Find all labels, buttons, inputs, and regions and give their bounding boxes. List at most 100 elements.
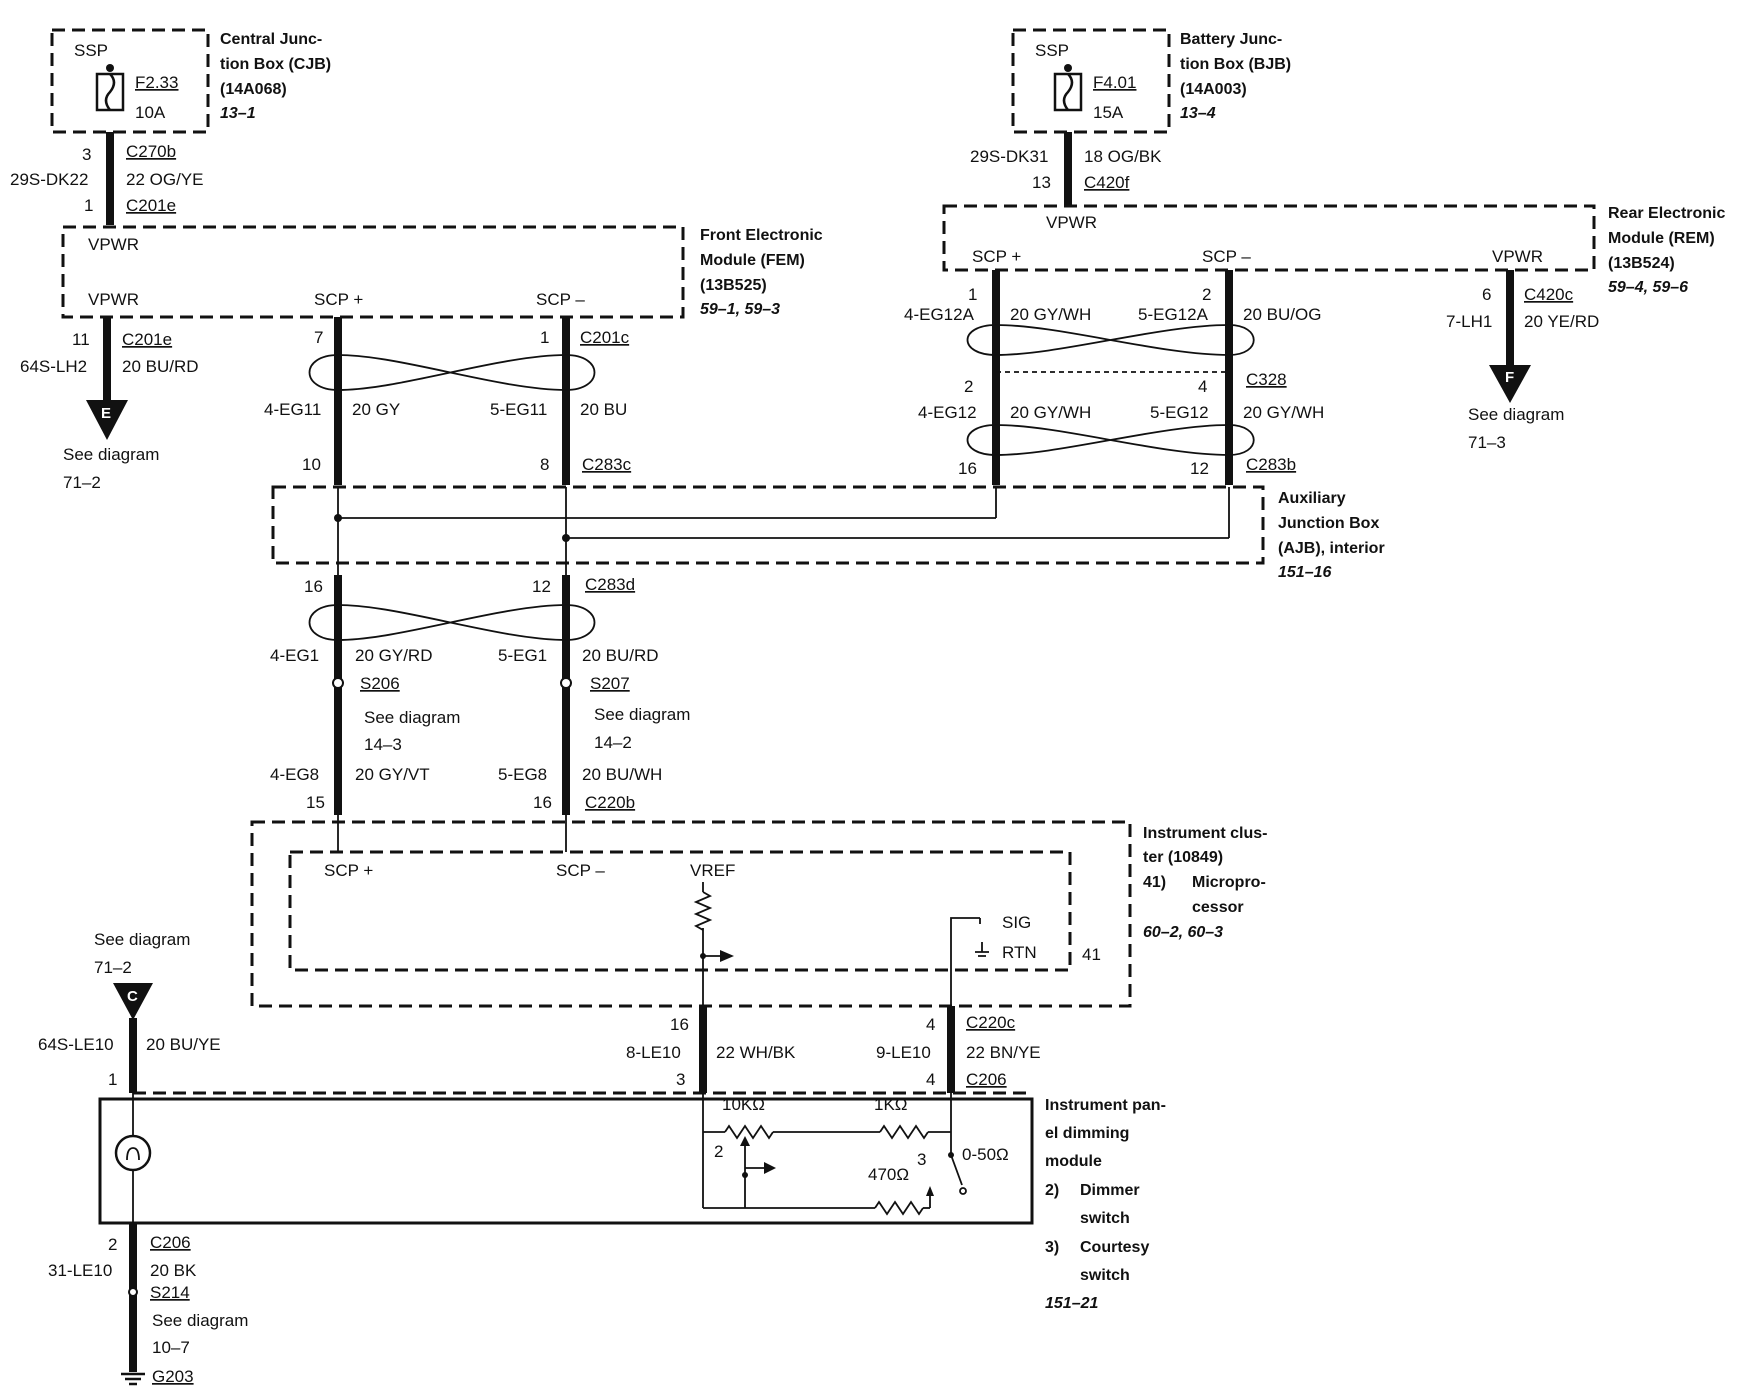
resistor-470-icon (874, 1200, 924, 1216)
ic-wire-circuit-a: 8-LE10 (626, 1043, 681, 1062)
fem-vpwr-2: VPWR (88, 290, 139, 309)
c-pin: 1 (108, 1070, 117, 1089)
ajb-see-l1: See diagram (364, 708, 460, 727)
instrument-cluster: Instrument clus- ter (10849) 41) Micropr… (250, 820, 1267, 1008)
ground-pin: 2 (108, 1235, 117, 1254)
fem-e-conn: C201e (122, 330, 172, 349)
cjb-gauge: 22 OG/YE (126, 170, 203, 189)
cjb-ref: 13–1 (220, 105, 256, 122)
ic-scp-minus: SCP – (556, 861, 605, 880)
rem-f-conn: C420c (1524, 285, 1574, 304)
fem-part: (13B525) (700, 277, 767, 294)
fem-name-1: Front Electronic (700, 227, 823, 244)
ground-see-2: 10–7 (152, 1338, 190, 1357)
ajb-splice-l: S206 (360, 674, 400, 693)
ic-sig: SIG (1002, 913, 1031, 932)
ajb-circuit-r2: 5-EG8 (498, 765, 547, 784)
splice-s206-icon (332, 677, 344, 689)
ajb-ref: 151–16 (1278, 564, 1331, 581)
auxiliary-junction-box: Auxiliary Junction Box (AJB), interior 1… (271, 485, 1385, 581)
ajb-name-3: (AJB), interior (1278, 540, 1385, 557)
connector-c-icon (113, 983, 153, 1020)
ajb-conn: C283d (585, 575, 635, 594)
fem-e-see-2: 71–2 (63, 473, 101, 492)
ic-num: 41 (1082, 945, 1101, 964)
ipdm-name-2: el dimming (1045, 1125, 1129, 1142)
fem-ref: 59–1, 59–3 (700, 301, 780, 318)
fem-scp-conn2: C283c (582, 455, 632, 474)
rem-scp-gauge-r2: 20 GY/WH (1243, 403, 1324, 422)
fem-scp-circuit-r: 5-EG11 (490, 400, 547, 419)
c-see-1: See diagram (94, 930, 190, 949)
rem-scp-plus: SCP + (972, 247, 1021, 266)
ajb-name-2: Junction Box (1278, 515, 1379, 532)
ic-vref-resistor-icon (693, 882, 734, 1006)
bjb-ssp-label: SSP (1035, 41, 1069, 60)
cjb-fuse-number: F2.33 (135, 73, 178, 92)
rem-name-1: Rear Electronic (1608, 205, 1725, 222)
resistor-10k-icon (724, 1124, 774, 1140)
rem-scp-circuit-l2: 4-EG12 (918, 403, 977, 422)
ground-icon (121, 1372, 145, 1386)
ipdm-item2-b: switch (1080, 1210, 1130, 1227)
cjb-part: (14A068) (220, 81, 287, 98)
ground-gauge: 20 BK (150, 1261, 197, 1280)
rem-ref: 59–4, 59–6 (1608, 279, 1688, 296)
ic-wire-pin-a: 16 (670, 1015, 689, 1034)
splice-s207-icon (560, 677, 572, 689)
ajb-see-r1: See diagram (594, 705, 690, 724)
ic-wire-gauge-b: 22 BN/YE (966, 1043, 1041, 1062)
ic-ref: 60–2, 60–3 (1143, 924, 1223, 941)
bjb-conn: C420f (1084, 173, 1130, 192)
ic-scp-plus: SCP + (324, 861, 373, 880)
instrument-panel-dimming-module: Instrument pan- el dimming module 2) Dim… (98, 1091, 1166, 1312)
bjb-name-1: Battery Junc- (1180, 31, 1282, 48)
ic-sig-rtn-icon (950, 917, 989, 1006)
ic-item-num: 41) (1143, 874, 1166, 891)
ajb-twisted-pair-icon (308, 604, 596, 641)
front-electronic-module: VPWR VPWR SCP + SCP – Front Electronic M… (61, 225, 823, 319)
fem-scp-conn: C201c (580, 328, 630, 347)
ajb-circuit-l2: 4-EG8 (270, 765, 319, 784)
fem-scp-pin-r2: 8 (540, 455, 549, 474)
cjb-fuse-icon (95, 64, 125, 112)
connector-e-letter: E (101, 405, 111, 422)
rem-name-2: Module (REM) (1608, 230, 1715, 247)
rem-scp-gauge-l2: 20 GY/WH (1010, 403, 1091, 422)
ground-splice: S214 (150, 1283, 190, 1302)
ajb-see-r2: 14–2 (594, 733, 632, 752)
ground-gnd: G203 (152, 1367, 194, 1386)
c-gauge: 20 BU/YE (146, 1035, 221, 1054)
rem-scp-pin-l3: 16 (958, 459, 977, 478)
cjb-name-2: tion Box (CJB) (220, 56, 331, 73)
ipdm-sw2: 2 (714, 1142, 723, 1161)
ipdm-item2-a: Dimmer (1080, 1182, 1140, 1199)
bjb-ref: 13–4 (1180, 105, 1216, 122)
resistor-1k-icon (879, 1124, 929, 1140)
ajb-pin-r: 12 (532, 577, 551, 596)
rem-f-circuit: 7-LH1 (1446, 312, 1492, 331)
ipdm-item3-b: switch (1080, 1267, 1130, 1284)
ground-see-1: See diagram (152, 1311, 248, 1330)
cjb-circuit: 29S-DK22 (10, 170, 88, 189)
connector-c-letter: C (127, 988, 138, 1005)
ic-rtn: RTN (1002, 943, 1037, 962)
rem-scp-circuit-r: 5-EG12A (1138, 305, 1209, 324)
ic-wire-pin-a2: 3 (676, 1070, 685, 1089)
ajb-pin-r3: 16 (533, 793, 552, 812)
rem-f-see-1: See diagram (1468, 405, 1564, 424)
fem-scp-pin-l: 7 (314, 328, 323, 347)
rem-scp-gauge-l: 20 GY/WH (1010, 305, 1091, 324)
dimmer-circuit (702, 1093, 967, 1216)
bjb-fuse-number: F4.01 (1093, 73, 1136, 92)
ic-name-1: Instrument clus- (1143, 825, 1267, 842)
fem-scp-circuit-l: 4-EG11 (264, 400, 321, 419)
ipdm-ref: 151–21 (1045, 1295, 1098, 1312)
cjb-name-1: Central Junc- (220, 31, 322, 48)
fem-e-gauge: 20 BU/RD (122, 357, 199, 376)
ic-wire-gauge-a: 22 WH/BK (716, 1043, 796, 1062)
ipdm-range: 0-50Ω (962, 1145, 1009, 1164)
cjb-conn-top: C270b (126, 142, 176, 161)
fem-scp-minus: SCP – (536, 290, 585, 309)
fem-name-2: Module (FEM) (700, 252, 805, 269)
